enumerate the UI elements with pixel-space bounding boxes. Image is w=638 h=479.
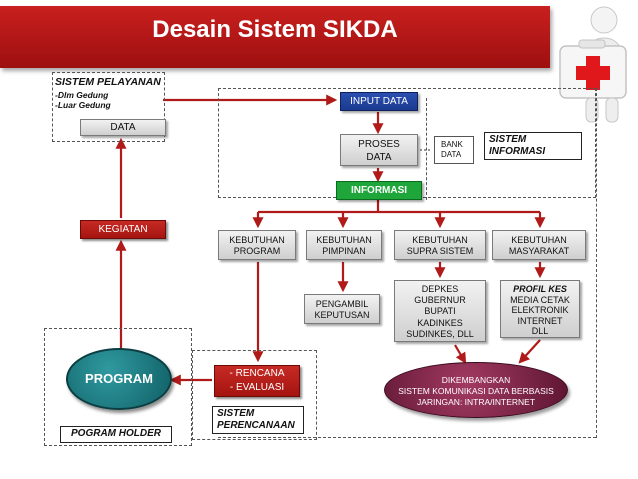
pengambil-keputusan-box: PENGAMBIL KEPUTUSAN xyxy=(304,294,380,324)
proses-data-box: PROSES DATA xyxy=(340,134,418,166)
sistem-pelayanan-region xyxy=(52,72,165,142)
rencana-evaluasi-box: - RENCANA - EVALUASI xyxy=(214,365,300,397)
sistem-pelayanan-items: -Dlm Gedung -Luar Gedung xyxy=(55,90,111,110)
program-holder-region xyxy=(44,328,192,446)
kebutuhan-masyarakat-box: KEBUTUHAN MASYARAKAT xyxy=(492,230,586,260)
kebutuhan-program-box: KEBUTUHAN PROGRAM xyxy=(218,230,296,260)
kebutuhan-supra-sistem-box: KEBUTUHAN SUPRA SISTEM xyxy=(394,230,486,260)
input-data-box: INPUT DATA xyxy=(340,92,418,111)
program-node: PROGRAM xyxy=(66,348,172,410)
page-title: Desain Sistem SIKDA xyxy=(152,16,398,43)
title-bar xyxy=(0,6,550,68)
bank-data-divider xyxy=(426,98,427,200)
bottom-dashed-edge xyxy=(218,437,596,438)
kegiatan-box: KEGIATAN xyxy=(80,220,166,239)
program-holder-label: POGRAM HOLDER xyxy=(60,426,172,443)
dikembangkan-node: DIKEMBANGKAN SISTEM KOMUNIKASI DATA BERB… xyxy=(384,362,568,418)
profil-kes-box: PROFIL KES MEDIA CETAK ELEKTRONIK INTERN… xyxy=(500,280,580,338)
supra-sistem-list: DEPKES GUBERNUR BUPATI KADINKES SUDINKES… xyxy=(394,280,486,342)
data-box: DATA xyxy=(80,119,166,136)
sistem-informasi-label: SISTEM INFORMASI xyxy=(484,132,582,160)
sistem-perencanaan-region xyxy=(192,350,317,440)
bank-data-box: BANK DATA xyxy=(434,136,474,164)
informasi-box: INFORMASI xyxy=(336,181,422,200)
sistem-perencanaan-label: SISTEM PERENCANAAN xyxy=(212,406,304,434)
kebutuhan-pimpinan-box: KEBUTUHAN PIMPINAN xyxy=(306,230,382,260)
right-dashed-edge xyxy=(596,88,597,438)
sistem-pelayanan-title: SISTEM PELAYANAN xyxy=(55,76,161,88)
